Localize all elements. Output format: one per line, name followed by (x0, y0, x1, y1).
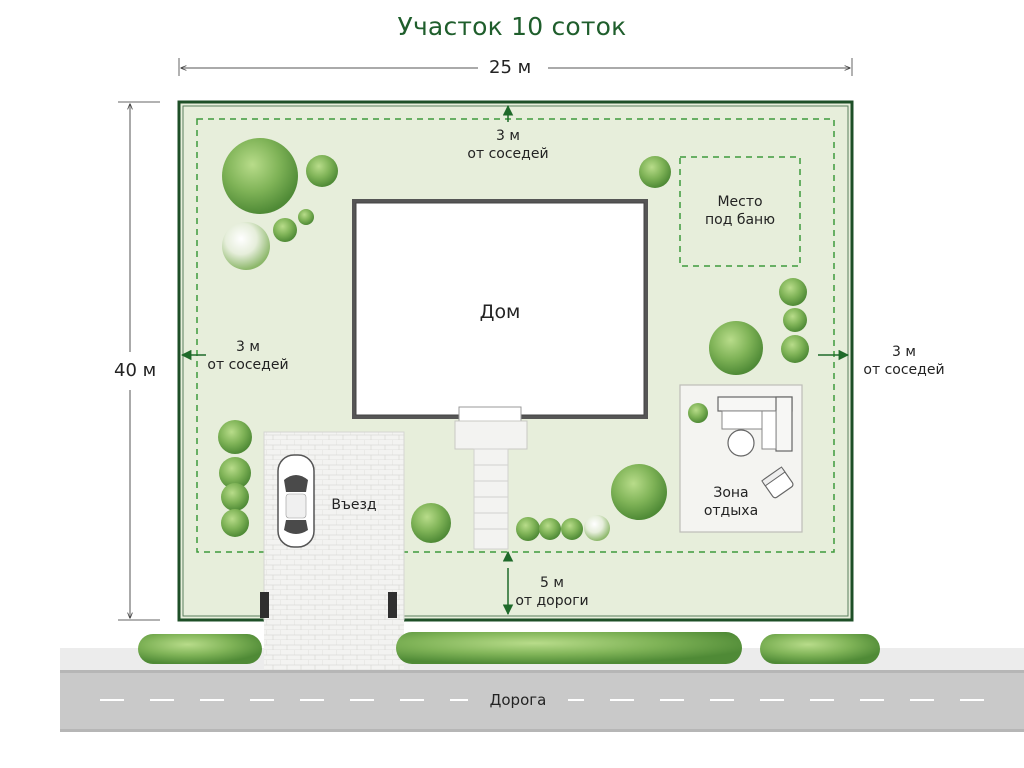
setback-line (196, 118, 835, 553)
bath-site-label: Место под баню (690, 193, 790, 229)
shrub-icon (783, 308, 807, 332)
flowering-shrub-icon (584, 515, 610, 541)
shrub-icon (688, 403, 708, 423)
shrub-icon (516, 517, 540, 541)
house-label: Дом (479, 301, 521, 323)
rest-zone-label: Зона отдыха (686, 484, 776, 520)
setback-right-label: 3 м от соседей (858, 343, 950, 379)
shrub-icon (539, 518, 561, 540)
shrub-icon (306, 155, 338, 187)
page-title: Участок 10 соток (397, 12, 627, 41)
bath-site (679, 156, 801, 267)
car-icon (277, 454, 315, 548)
house-building (352, 199, 648, 550)
bath-site-line2: под баню (705, 212, 775, 228)
shrub-icon (779, 278, 807, 306)
hedge-left (138, 634, 262, 664)
setback-top-desc: от соседей (467, 146, 549, 162)
road-label: Дорога (468, 691, 568, 709)
setback-top-label: 3 м от соседей (462, 127, 554, 163)
setback-top-value: 3 м (496, 128, 520, 144)
driveway-label: Въезд (331, 497, 377, 513)
hedge-right (760, 634, 880, 664)
height-label: 40 м (108, 360, 163, 381)
flowering-shrub-icon (222, 222, 270, 270)
shrub-icon (639, 156, 671, 188)
chair-icon (761, 466, 794, 499)
gate-post-right (388, 592, 397, 618)
tree-icon (709, 321, 763, 375)
setback-arrows (180, 104, 850, 616)
bath-site-line1: Место (717, 194, 763, 210)
height-dimension (118, 101, 160, 621)
setback-bottom-value: 5 м (540, 575, 564, 591)
setback-left-value: 3 м (236, 339, 260, 355)
shrub-icon (273, 218, 297, 242)
rest-zone-line2: отдыха (703, 503, 759, 519)
shrub-icon (298, 209, 314, 225)
porch (458, 406, 522, 422)
shrub-icon (561, 518, 583, 540)
shrub-icon (218, 420, 252, 454)
shrub-icon (221, 483, 249, 511)
table-icon (727, 429, 755, 457)
hedges (138, 632, 880, 664)
sofa-icon (717, 396, 793, 452)
gate-post-left (260, 592, 269, 618)
rest-zone (679, 384, 803, 533)
rest-zone-line1: Зона (713, 485, 749, 501)
setback-left-label: 3 м от соседей (202, 338, 294, 374)
shrub-icon (221, 509, 249, 537)
tree-icon (222, 138, 298, 214)
width-dimension (178, 58, 853, 76)
setback-right-value: 3 м (892, 344, 916, 360)
garden-path (473, 448, 509, 550)
shrub-icon (411, 503, 451, 543)
setback-bottom-label: 5 м от дороги (506, 574, 598, 610)
setback-right-desc: от соседей (863, 362, 945, 378)
width-label: 25 м (483, 57, 538, 78)
setback-left-desc: от соседей (207, 357, 289, 373)
tree-icon (611, 464, 667, 520)
setback-bottom-desc: от дороги (515, 593, 589, 609)
hedge-middle (396, 632, 742, 664)
shrub-icon (219, 457, 251, 489)
shrub-icon (781, 335, 809, 363)
plants (218, 138, 809, 543)
